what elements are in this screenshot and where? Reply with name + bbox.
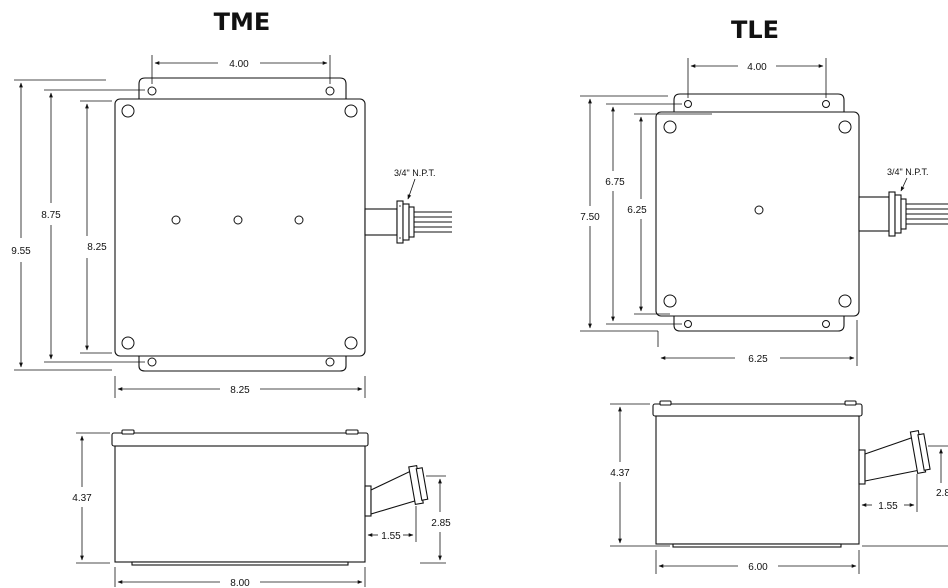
tme-mount-spacing-dim: 4.00 [229,59,249,70]
tme-top-flange [138,77,347,102]
tme-corner-screw [344,104,358,118]
tle-corner-screw [663,120,677,134]
tle-overall-height-dim: 7.50 [580,212,600,223]
tme-side-height-dim: 4.37 [72,493,92,504]
tme-center-hole [171,215,181,225]
tme-mount-hole [325,357,335,367]
tme-box-outline [114,98,366,357]
tle-side-lid [652,403,863,417]
tle-side-view: 4.37 1.55 2.8 6.00 [610,400,948,574]
tle-fitting-offset-dim: 1.55 [878,501,898,512]
tme-box-width-dim: 8.25 [230,385,250,396]
tme-side-lid [111,432,369,447]
tle-corner-screw [663,294,677,308]
tle-side-fitting [858,429,931,485]
tme-top-view: 3/4" N.P.T. 4.00 9.55 8.75 8.25 8.25 [11,55,452,398]
tme-side-body [114,445,366,563]
tle-side-width-dim: 6.00 [748,562,768,573]
tme-side-view: 4.37 1.55 2.85 8.00 [72,429,451,588]
tle-npt-fitting [858,191,948,237]
tle-corner-screw [838,294,852,308]
tme-mount-height-dim: 8.75 [41,210,61,221]
tme-corner-screw [121,104,135,118]
tme-fitting-height-dim: 2.85 [431,518,451,529]
tle-top-view: 3/4" N.P.T. 4.00 7.50 6.75 6.25 6.25 [580,58,948,366]
tle-center-hole [754,205,764,215]
tle-top-flange [673,93,845,114]
tme-mount-hole [147,357,157,367]
tme-mount-hole [147,86,157,96]
tle-fitting-height-dim: 2.8 [936,488,948,499]
tle-mount-hole [684,100,692,108]
tme-fitting-offset-dim: 1.55 [381,531,401,542]
tme-box-height-dim: 8.25 [87,242,107,253]
tle-mount-height-dim: 6.75 [605,177,625,188]
tme-overall-height-dim: 9.55 [11,246,31,257]
tme-center-hole [294,215,304,225]
tme-corner-screw [121,336,135,350]
tme-side-width-dim: 8.00 [230,578,250,588]
tle-mount-hole [684,320,692,328]
tme-center-hole [233,215,243,225]
tle-fitting-label: 3/4" N.P.T. [887,167,929,177]
tme-title: TME [214,8,271,36]
tle-mount-hole [822,320,830,328]
tle-side-height-dim: 4.37 [610,468,630,479]
tle-box-height-dim: 6.25 [627,205,647,216]
tle-bottom-flange [673,313,845,332]
tle-corner-screw [838,120,852,134]
tme-corner-screw [344,336,358,350]
tle-title: TLE [731,16,779,44]
tme-npt-fitting [364,200,452,244]
tme-side-fitting [364,464,429,517]
tle-side-body [655,415,860,545]
tme-fitting-label: 3/4" N.P.T. [394,168,436,178]
tle-box-width-dim: 6.25 [748,354,768,365]
tle-mount-spacing-dim: 4.00 [747,62,767,73]
tme-bottom-flange [138,354,347,372]
tle-mount-hole [822,100,830,108]
tme-mount-hole [325,86,335,96]
